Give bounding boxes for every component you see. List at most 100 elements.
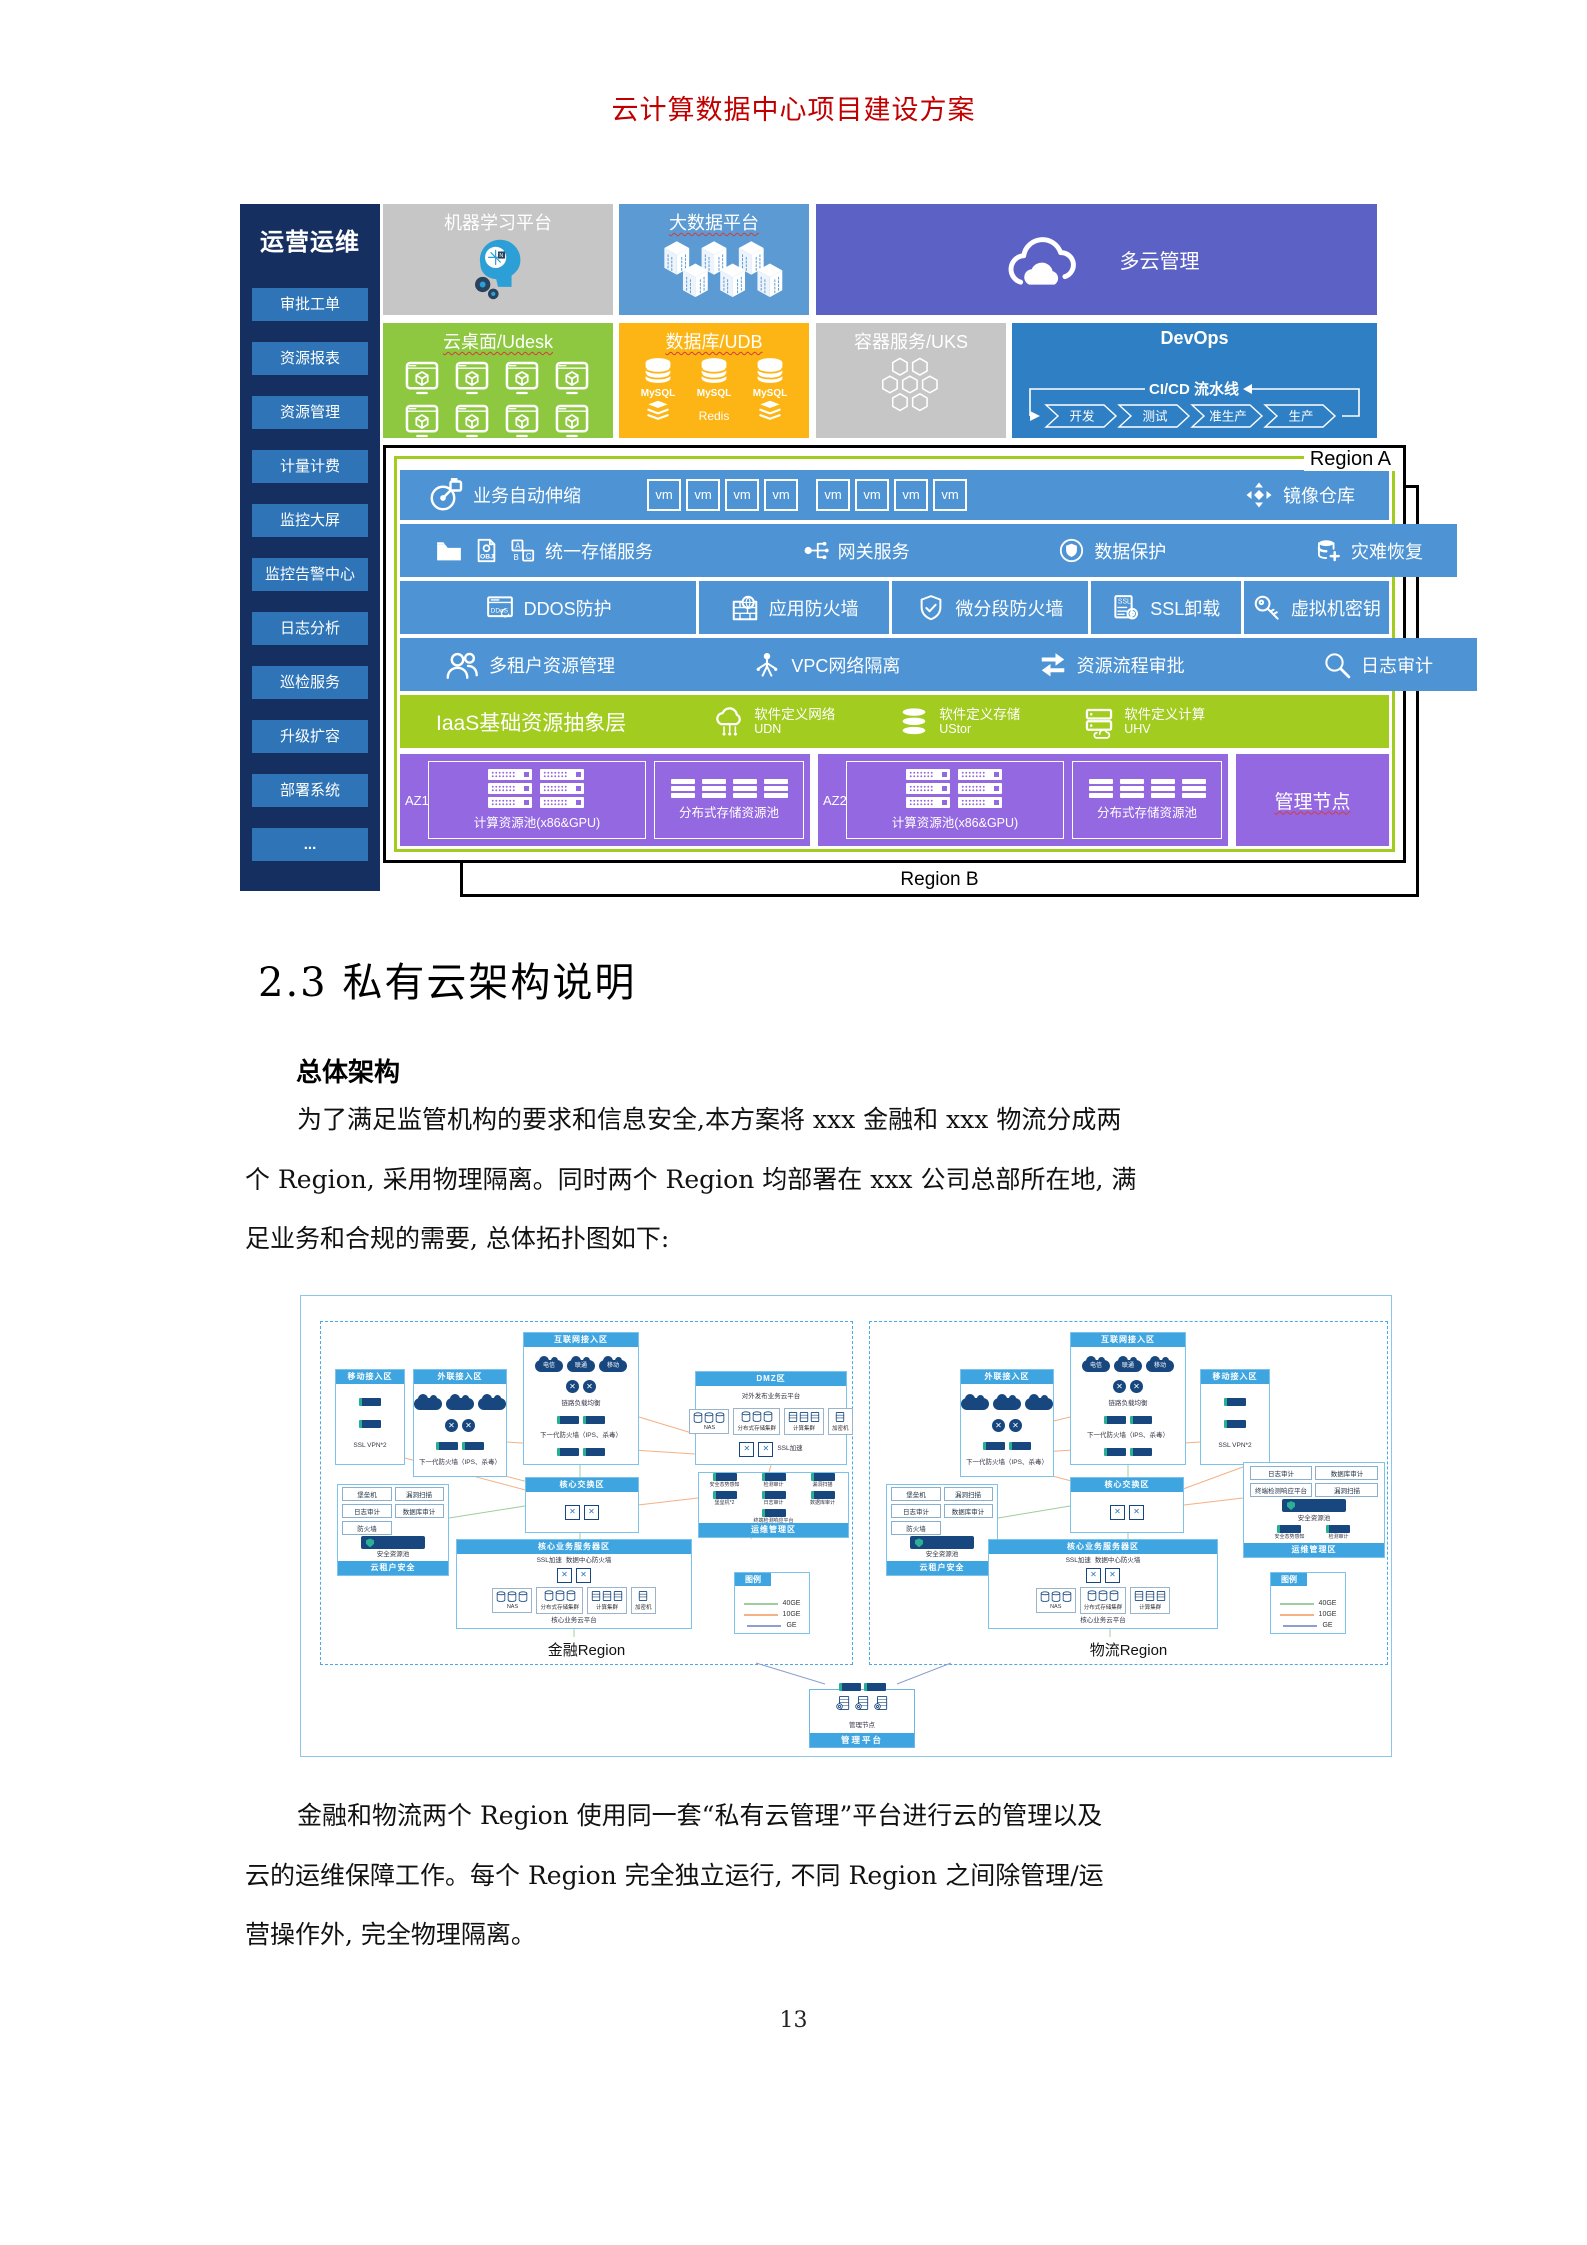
tsrv-icon bbox=[1134, 1590, 1144, 1602]
firewall-row bbox=[557, 1448, 605, 1457]
desktop-monitor-icon bbox=[402, 359, 444, 397]
server-icon-grid bbox=[488, 769, 586, 808]
swap-icon bbox=[1038, 650, 1068, 680]
storage-icon bbox=[1088, 779, 1113, 798]
firewall-icon bbox=[557, 1448, 579, 1457]
bigdata-platform-label: 大数据平台 bbox=[669, 213, 759, 233]
desktop-monitor-icon bbox=[402, 402, 444, 440]
firewall-icon bbox=[1130, 1448, 1152, 1457]
sidebar-item: 审批工单 bbox=[252, 288, 368, 321]
firewall-devices bbox=[810, 1683, 914, 1691]
cloud-row: 电信联通移动 bbox=[535, 1355, 627, 1372]
tsrv-icon bbox=[788, 1411, 798, 1423]
svg-text:DDoS: DDoS bbox=[490, 607, 508, 614]
dbplus-icon bbox=[1315, 537, 1342, 564]
az-label: AZ2 bbox=[823, 793, 847, 808]
resource-group: 分布式存储集群 bbox=[1079, 1586, 1127, 1614]
tsrv-icon bbox=[835, 1411, 845, 1423]
tcyl-icon bbox=[518, 1590, 528, 1603]
redis-label: Redis bbox=[698, 409, 730, 423]
storage-icon bbox=[763, 779, 788, 798]
server-icon bbox=[958, 769, 1002, 780]
router-row: ✕✕ bbox=[1113, 1379, 1143, 1393]
logistics-region-panel: 物流Region 外联接入区✕✕下一代防火墙（IPS、杀毒）互联网接入区电信联通… bbox=[869, 1321, 1388, 1665]
redis-stack-icon bbox=[634, 399, 682, 423]
svg-text:A: A bbox=[515, 542, 521, 551]
paragraph-2: 金融和物流两个 Region 使用同一套“私有云管理”平台进行云的管理以及云的运… bbox=[245, 1796, 1355, 1975]
switch-row: ✕✕ bbox=[557, 1568, 591, 1584]
device-grid: 安全态势感知检测审计 bbox=[1247, 1525, 1381, 1540]
devops-label: DevOps bbox=[1160, 328, 1229, 348]
zone-caption: SSL加速 bbox=[1065, 1557, 1091, 1565]
tcyl-icon bbox=[1062, 1590, 1072, 1603]
tenant-item: VPC网络隔离 bbox=[752, 650, 900, 680]
tcyl-icon bbox=[507, 1590, 517, 1603]
cicd-pipeline: CI/CD 流水线开发测试准生产生产 bbox=[1012, 343, 1377, 438]
zone-caption: 下一代防火墙（IPS、杀毒） bbox=[540, 1432, 622, 1440]
switch-row: ✕✕SSL加速 bbox=[739, 1442, 803, 1458]
uks-box: 容器服务/UKS bbox=[816, 323, 1006, 438]
resource-group: 计算集群 bbox=[587, 1586, 627, 1614]
zone-caption: SSL加速 bbox=[777, 1445, 803, 1453]
device-icon bbox=[810, 1491, 835, 1499]
firewall-icon bbox=[1224, 1419, 1246, 1428]
tsrv-icon bbox=[799, 1411, 809, 1423]
network-cloud-icon bbox=[414, 1394, 442, 1411]
zone-title: 互联网接入区 bbox=[1071, 1333, 1185, 1347]
zone-title: 互联网接入区 bbox=[524, 1333, 638, 1347]
storage-icon bbox=[701, 779, 726, 798]
zone-caption: SSL VPN*2 bbox=[1218, 1441, 1252, 1449]
zone-caption: 下一代防火墙（IPS、杀毒） bbox=[1087, 1432, 1169, 1440]
tsrv-icon bbox=[591, 1590, 601, 1602]
udesk-box: 云桌面/Udesk bbox=[383, 323, 613, 438]
text-line: 金融和物流两个 Region 使用同一套“私有云管理”平台进行云的管理以及 bbox=[297, 1801, 1103, 1830]
container-hexagons-icon bbox=[816, 354, 1006, 416]
mgmt-platform-box: 管理节点 管理平台 bbox=[809, 1683, 915, 1748]
zone-核心交换区: 核心交换区✕✕ bbox=[525, 1477, 639, 1533]
network-cloud-icon bbox=[478, 1394, 506, 1411]
router-icon: ✕ bbox=[583, 1379, 596, 1393]
desktop-monitor-icon bbox=[552, 359, 594, 397]
resource-group: 分布式存储集群 bbox=[733, 1408, 780, 1436]
zone-title: 外联接入区 bbox=[961, 1370, 1053, 1384]
sidebar-item: 巡检服务 bbox=[252, 666, 368, 699]
legend-row: 10GE bbox=[1279, 1611, 1336, 1618]
service-label: 网关服务 bbox=[837, 541, 910, 562]
zone-title: 运维管理区 bbox=[1244, 1543, 1384, 1557]
firewall-row bbox=[1104, 1448, 1152, 1457]
server-icon bbox=[540, 769, 584, 780]
security-appliance-icon bbox=[361, 1536, 425, 1550]
az-label: AZ1 bbox=[405, 793, 429, 808]
tcyl-icon bbox=[496, 1590, 506, 1603]
obj-icon: OBJ bbox=[473, 537, 500, 564]
sd-label: 软件定义网络 bbox=[754, 706, 836, 722]
zone-title: 移动接入区 bbox=[1201, 1370, 1269, 1384]
legend-row: GE bbox=[1283, 1622, 1333, 1629]
zone-移动接入区: 移动接入区 SSL VPN*2 bbox=[1200, 1369, 1270, 1465]
legend-row: 40GE bbox=[1279, 1600, 1336, 1607]
legend-title: 图例 bbox=[735, 1573, 771, 1586]
firewall-row bbox=[557, 1416, 605, 1425]
sidebar-item: 监控告警中心 bbox=[252, 558, 368, 591]
vpc-icon bbox=[752, 650, 782, 680]
tcyl-icon bbox=[704, 1412, 714, 1424]
shieldring-icon bbox=[1058, 537, 1085, 564]
labeled-device: 漏洞扫描 bbox=[801, 1473, 845, 1488]
multicloud-label: 多云管理 bbox=[1119, 251, 1200, 273]
router-icon: ✕ bbox=[566, 1379, 579, 1393]
resource-group: 分布式存储集群 bbox=[536, 1586, 583, 1614]
mgmt-node-icons bbox=[810, 1695, 914, 1711]
switch-icon: ✕ bbox=[1105, 1568, 1120, 1584]
desktop-monitor-icon bbox=[502, 402, 544, 440]
security-label: 数据库审计 bbox=[394, 1503, 444, 1518]
legend-label: GE bbox=[1322, 1622, 1333, 1629]
firewall-icon bbox=[583, 1416, 605, 1425]
